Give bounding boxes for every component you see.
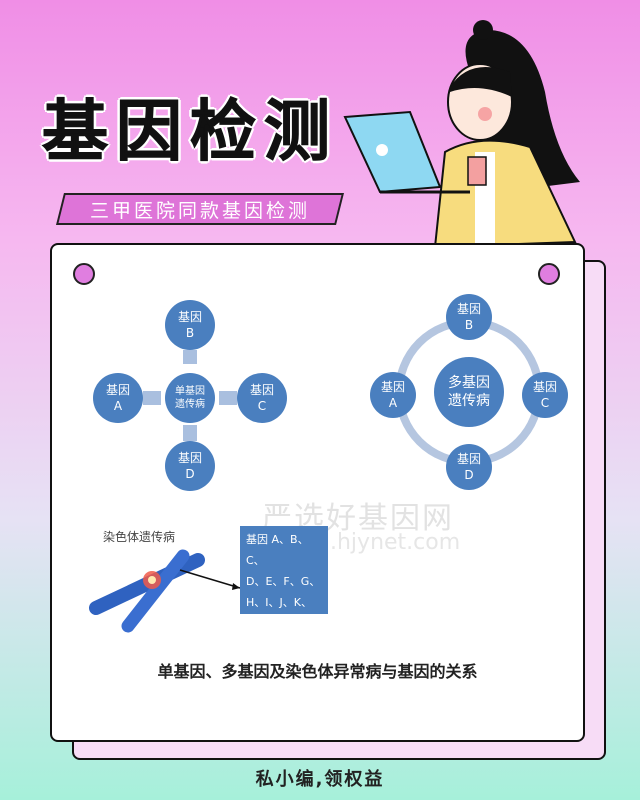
pin-dot-left [73, 263, 95, 285]
node-label: 单基因 [175, 386, 205, 397]
node-label: 遗传病 [175, 399, 205, 410]
arrow-left [219, 391, 237, 405]
footer-cta[interactable]: 私小编,领权益 [255, 769, 385, 790]
node-letter: A [388, 396, 398, 410]
node-letter: B [185, 326, 195, 340]
node-gene-d: 基因 D [165, 441, 215, 491]
node-label: 多基因 [448, 375, 490, 391]
node-letter: B [464, 318, 474, 332]
gene-line: H、I、J、K、 [246, 596, 312, 609]
banner-text: 三甲医院同款基因检测 [89, 200, 310, 222]
node-label: 基因 [456, 302, 481, 316]
node-label: 基因 [532, 380, 557, 394]
node-label: 遗传病 [448, 393, 490, 409]
page-title: 基因检测 [42, 93, 338, 171]
diagram-caption: 单基因、多基因及染色体异常病与基因的关系 [157, 662, 478, 681]
node-label: 基因 [177, 310, 202, 324]
node-gene-a: 基因 A [93, 373, 143, 423]
gene-line: L、M... [246, 617, 284, 630]
chromosome-label: 染色体遗传病 [103, 530, 176, 544]
chromosome-image [89, 549, 241, 633]
woman-laptop-illustration [343, 20, 580, 247]
gene-list-box: 基因 A、B、C、 D、E、F、G、 H、I、J、K、 L、M... [240, 526, 328, 630]
node-letter: D [185, 467, 195, 481]
node-gene-b: 基因 B [446, 294, 492, 340]
node-gene-b: 基因 B [165, 300, 215, 350]
node-label: 基因 [456, 452, 481, 466]
node-label: 基因 [177, 451, 202, 465]
node-letter: D [464, 468, 474, 482]
node-letter: C [540, 396, 550, 410]
node-gene-d: 基因 D [446, 444, 492, 490]
arrow-down [183, 350, 197, 364]
node-label: 基因 [380, 380, 405, 394]
gene-line: D、E、F、G、 [246, 575, 321, 588]
arrow-right [143, 391, 161, 405]
node-single-gene-disease: 单基因遗传病 [165, 373, 215, 423]
node-multi-gene-disease: 多基因遗传病 [434, 357, 504, 427]
node-gene-c: 基因 C [522, 372, 568, 418]
node-letter: C [257, 399, 267, 413]
node-gene-c: 基因 C [237, 373, 287, 423]
arrow-up [183, 425, 197, 441]
node-letter: A [113, 399, 123, 413]
pin-dot-right [538, 263, 560, 285]
watermark-url: .hjynet.com [330, 530, 461, 555]
node-label: 基因 [249, 383, 274, 397]
node-gene-a: 基因 A [370, 372, 416, 418]
node-label: 基因 [105, 383, 130, 397]
gene-line: 基因 A、B、C、 [246, 533, 309, 567]
